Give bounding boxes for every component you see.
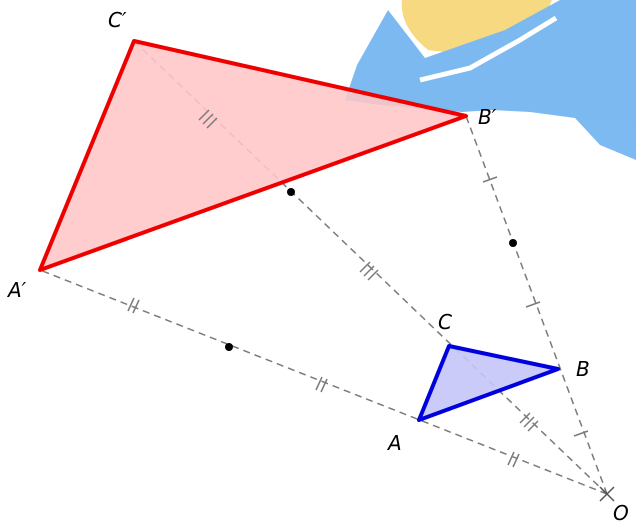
double-tick: [507, 451, 520, 468]
label-c-prime: C′: [108, 8, 127, 32]
triple-tick: [198, 109, 218, 129]
label-o: O: [613, 501, 629, 525]
double-tick: [315, 376, 328, 393]
triple-tick: [359, 261, 379, 281]
midpoint-markers: [225, 188, 517, 351]
midpoint-dot: [225, 343, 233, 351]
triple-tick: [519, 412, 539, 432]
image-triangle: [38, 39, 468, 272]
watermark-blue-shape: [345, 0, 636, 160]
midpoint-dot: [287, 188, 295, 196]
double-tick: [127, 297, 140, 314]
label-c: C: [438, 310, 452, 334]
single-tick: [573, 430, 589, 437]
midpoint-dot: [509, 239, 517, 247]
center-point-o: [599, 486, 615, 502]
label-a: A: [386, 431, 402, 455]
single-tick: [525, 301, 541, 308]
tick-marks: [127, 109, 589, 468]
label-b: B: [576, 357, 590, 381]
label-a-prime: A′: [6, 278, 27, 302]
label-b-prime: B′: [478, 105, 497, 129]
watermark-logo: [345, 0, 636, 160]
watermark-white-stroke: [419, 15, 558, 83]
original-triangle: [417, 344, 560, 422]
single-tick: [482, 176, 498, 183]
ray-o-b-prime: [465, 115, 608, 495]
